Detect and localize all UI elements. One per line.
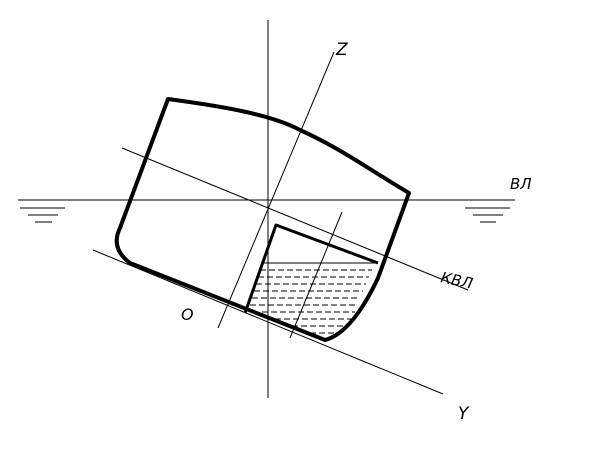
y-axis-label: Y — [458, 404, 470, 424]
waterline-label: ВЛ — [510, 175, 532, 193]
construction-waterline-label: КВЛ — [439, 268, 474, 292]
construction-waterline — [121, 147, 469, 291]
hull-outline — [114, 97, 411, 342]
water-symbol-right — [465, 207, 510, 223]
tank-centerline — [289, 211, 343, 339]
tank-outline — [243, 223, 379, 314]
z-axis — [217, 51, 335, 329]
tank-liquid-fill — [250, 269, 372, 334]
origin-label: O — [181, 305, 194, 324]
water-symbol-left — [20, 207, 65, 223]
z-axis-label: Z — [335, 40, 348, 60]
y-axis — [92, 249, 444, 395]
